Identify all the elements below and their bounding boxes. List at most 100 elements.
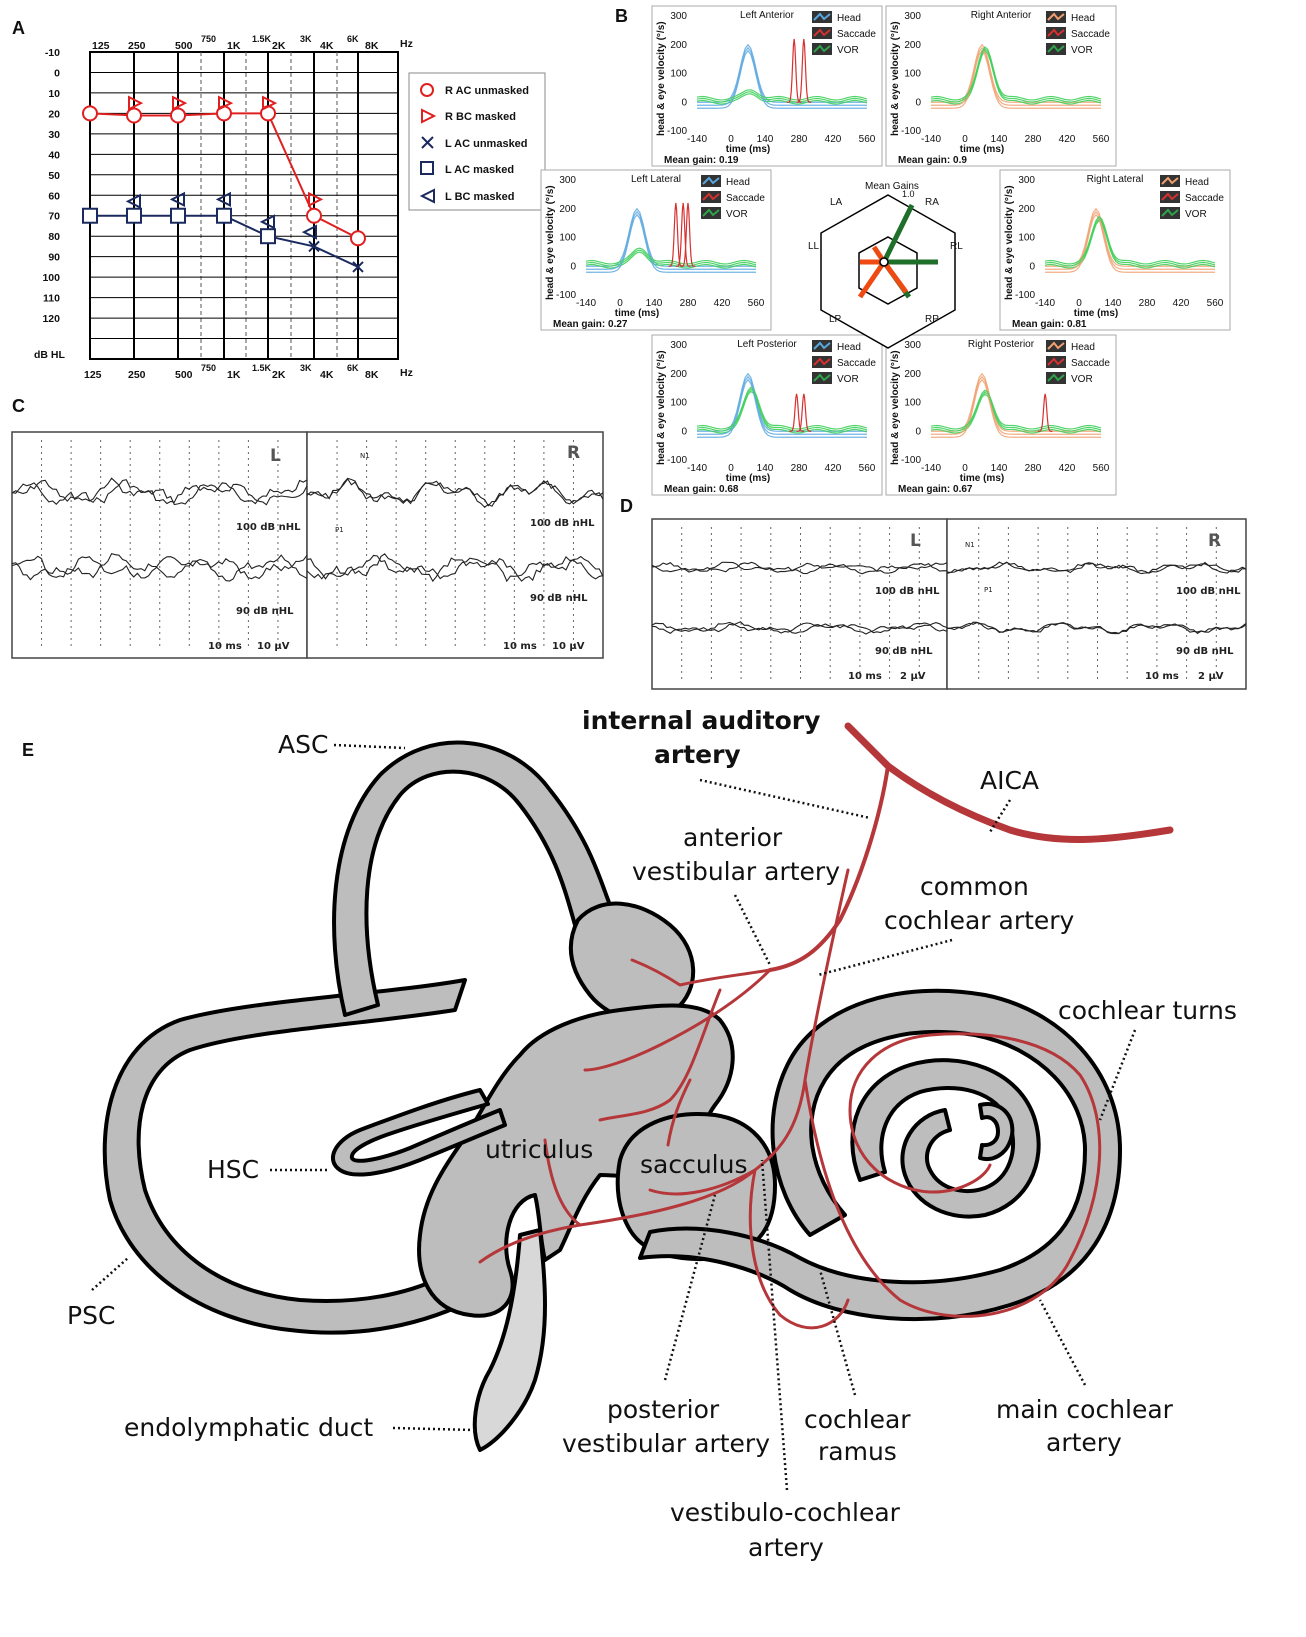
vhit-ylabel: head & eye velocity (°/s) xyxy=(656,21,667,136)
vhit-legend-label: VOR xyxy=(1071,45,1093,56)
saccade-trace xyxy=(796,38,812,103)
abr-level-label: 90 dB nHL xyxy=(1176,646,1234,657)
vhit-legend-wave-icon xyxy=(1161,208,1179,217)
common-cochlear-artery xyxy=(648,868,850,1196)
saccule xyxy=(615,1112,777,1262)
freq-tick: 3K xyxy=(300,34,312,44)
freq-tick: 2K xyxy=(272,369,286,381)
vestibular-twig xyxy=(543,1138,582,1227)
vhit-xtick: -140 xyxy=(576,298,596,309)
head-trace xyxy=(586,213,756,273)
abr-peak-p1: P1 xyxy=(984,586,993,594)
vhit-legend-wave-icon xyxy=(813,44,831,53)
label-pva-1: posterior xyxy=(607,1395,720,1424)
saccade-trace xyxy=(1037,393,1053,432)
freq-tick: 8K xyxy=(365,40,379,52)
abr-trace xyxy=(306,477,604,508)
legend-cross-icon xyxy=(421,136,434,149)
vhit-legend-wave-icon xyxy=(702,208,720,217)
vhit-legend-wave-icon xyxy=(1047,373,1065,382)
hexagon-label-ll: LL xyxy=(808,241,820,252)
head-trace xyxy=(931,375,1101,435)
label-vca-2: artery xyxy=(748,1533,824,1562)
freq-tick: 4K xyxy=(320,369,334,381)
vhit-xtick: 280 xyxy=(1139,298,1156,309)
vhit-xtick: 560 xyxy=(748,298,765,309)
data-point-l-bc xyxy=(259,214,275,230)
vhit-ytick: 100 xyxy=(559,233,576,244)
anatomy-labels: ASC internal auditory artery AICA anteri… xyxy=(67,706,1237,1562)
vhit-legend-label: VOR xyxy=(1071,374,1093,385)
data-point-r-bc xyxy=(172,95,188,111)
saccular-branch-mid xyxy=(666,1078,692,1147)
db-tick: 70 xyxy=(48,211,60,223)
vhit-xtick: 560 xyxy=(1093,134,1110,145)
data-point-r-ac xyxy=(82,105,98,122)
freq-tick: 3K xyxy=(300,363,312,373)
vhit-xtick: 0 xyxy=(617,298,623,309)
freq-axis-top: 125 250 500 750 1K 1.5K 2K 3K 4K 6K 8K H… xyxy=(92,34,413,52)
cochlea-outer-turn xyxy=(638,988,1122,1322)
vhit-ytick: 0 xyxy=(681,97,687,108)
legend-triangle-left-icon xyxy=(419,188,435,204)
hexagon-label-rp: RP xyxy=(925,314,939,325)
hexagon-label-rl: RL xyxy=(950,241,963,252)
vhit-ytick: 0 xyxy=(915,97,921,108)
vhit-xtick: 280 xyxy=(791,463,808,474)
leader-cca xyxy=(817,938,953,977)
freq-tick: 6K xyxy=(347,34,359,44)
vhit-xlabel: time (ms) xyxy=(1074,308,1118,319)
db-unit: dB HL xyxy=(34,349,65,361)
abr-trace xyxy=(651,561,948,575)
db-tick: 100 xyxy=(42,272,60,284)
freq-tick: 1K xyxy=(227,40,241,52)
vhit-ytick: 300 xyxy=(670,11,687,22)
cochlea-middle-turn xyxy=(850,1058,1041,1219)
hexagon-inner xyxy=(858,236,918,305)
legend-square-icon xyxy=(420,161,434,175)
vhit-legend-wave-icon xyxy=(1047,44,1065,53)
vhit-ytick: 0 xyxy=(915,426,921,437)
head-trace xyxy=(697,375,867,435)
vhit-ytick: 300 xyxy=(559,175,576,186)
head-trace xyxy=(697,49,867,109)
vhit-legend-wave-icon xyxy=(813,12,831,21)
vhit-legend-label: Head xyxy=(1071,342,1095,353)
panel-label-c: C xyxy=(12,396,25,416)
data-point-r-ac xyxy=(126,107,142,124)
hexagon-label-ra: RA xyxy=(925,197,939,208)
db-tick: 10 xyxy=(48,88,60,100)
data-point-r-ac xyxy=(170,107,186,124)
head-trace xyxy=(1045,210,1215,270)
arteries xyxy=(478,722,1174,1330)
horizontal-semicircular-canal xyxy=(330,1088,507,1177)
data-point-r-bc xyxy=(128,95,144,111)
vhit-ytick: -100 xyxy=(1015,290,1035,301)
head-trace xyxy=(931,49,1101,109)
inner-ear-illustration xyxy=(102,722,1174,1452)
label-iaa-1: internal auditory xyxy=(582,706,820,735)
label-sacculus: sacculus xyxy=(640,1150,748,1179)
anterior-vestibular-artery-branch xyxy=(630,958,772,987)
abr-peak-n1: N1 xyxy=(965,541,975,549)
vhit-legend-label: Head xyxy=(837,342,861,353)
vhit-xtick: -140 xyxy=(687,134,707,145)
label-ava-1: anterior xyxy=(683,823,783,852)
freq-tick: 500 xyxy=(175,369,193,381)
vhit-legend-wave-icon xyxy=(1047,28,1065,37)
label-iaa-2: artery xyxy=(654,740,741,769)
data-point-r-ac xyxy=(306,207,322,224)
posterior-vestibular-artery xyxy=(478,1168,757,1264)
data-point-r-ac xyxy=(350,230,366,247)
label-cca-2: cochlear artery xyxy=(884,906,1075,935)
leader-iaa xyxy=(699,778,871,820)
abr-level-label: 90 dB nHL xyxy=(530,593,588,604)
vestibulo-cochlear-artery xyxy=(748,1168,850,1330)
label-hsc: HSC xyxy=(207,1155,259,1184)
hexagon-label-la: LA xyxy=(830,197,843,208)
vhit-xtick: -140 xyxy=(687,463,707,474)
abr-amp-scale: 10 µV xyxy=(257,641,290,652)
vhit-legend-wave-icon xyxy=(702,176,720,185)
vor-trace xyxy=(696,390,868,434)
